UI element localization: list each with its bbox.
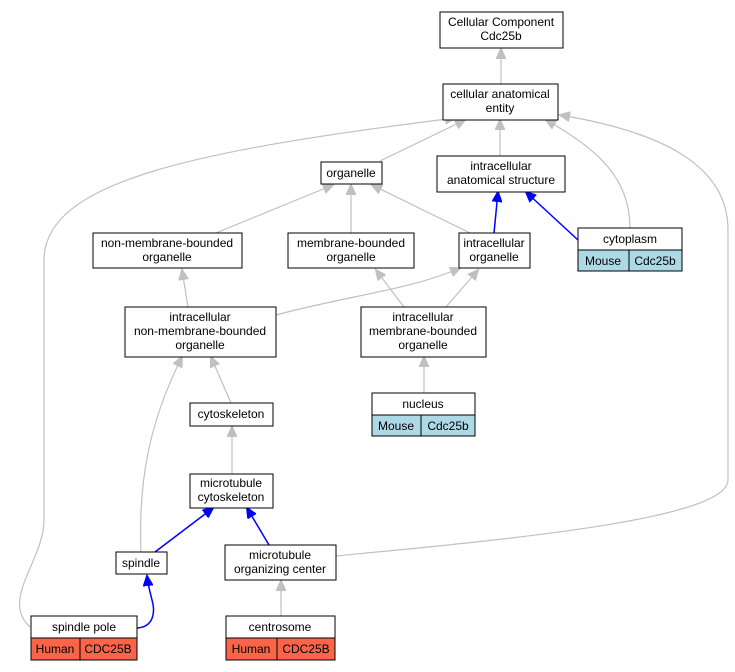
gene-label: Cdc25b [427,419,469,433]
node-spindle[interactable]: spindle [115,551,168,575]
node-centrosome[interactable]: centrosome Human CDC25B [225,615,336,661]
node-label: entity [486,101,515,115]
gene-cell [420,414,476,437]
node-label: microtubule [249,548,311,562]
edge-mtoc-mtcyto [247,508,270,546]
node-label: cytoskeleton [198,407,265,421]
edge-inmbo-nmbo [182,270,189,308]
species-label: Mouse [585,254,621,268]
species-label: Human [232,642,271,656]
node-label: organelle [175,338,225,352]
node-label: membrane-bounded [297,236,405,250]
node-label: organelle [142,250,192,264]
node-label: microtubule [200,476,262,490]
node-cytoskeleton[interactable]: cytoskeleton [189,402,274,427]
node-cellular-anatomical-entity[interactable]: cellular anatomical entity [442,83,559,121]
edge-io-organelle [372,185,471,234]
node-organelle[interactable]: organelle [320,161,383,185]
node-label: Cdc25b [480,29,522,43]
edge-spindle-mtcyto [154,508,213,553]
node-label: cytoplasm [603,232,657,246]
node-non-membrane-bounded-organelle[interactable]: non-membrane-bounded organelle [92,232,243,269]
node-intracellular-membrane-bounded-organelle[interactable]: intracellular membrane-bounded organelle [360,306,487,358]
node-label: organelle [326,166,376,180]
node-label: Cellular Component [448,15,555,29]
node-intracellular-organelle[interactable]: intracellular organelle [458,232,531,269]
edge-inmbo-io [275,268,460,316]
edge-io-ias [494,192,498,234]
node-label: anatomical structure [447,173,555,187]
gene-cell [79,637,138,661]
node-label: non-membrane-bounded [134,324,266,338]
edge-spole-cae [18,118,455,628]
node-nucleus[interactable]: nucleus Mouse Cdc25b [371,392,476,437]
edge-nmbo-organelle [215,185,333,234]
node-cellular-component-root[interactable]: Cellular Component Cdc25b [439,11,564,49]
node-microtubule-cytoskeleton[interactable]: microtubule cytoskeleton [189,473,274,509]
edge-imbo-mbo [376,270,405,308]
node-label: cytoskeleton [198,490,265,504]
gene-label: CDC25B [282,642,329,656]
edge-cytoskeleton-inmbo [211,357,232,404]
species-label: Mouse [378,419,414,433]
edges [18,49,729,629]
species-label: Human [36,642,75,656]
node-intracellular-non-membrane-bounded-organelle[interactable]: intracellular non-membrane-bounded organ… [124,306,277,358]
node-spindle-pole[interactable]: spindle pole Human CDC25B [30,615,138,661]
node-label: nucleus [402,397,443,411]
edge-imbo-io [445,270,478,308]
gene-label: Cdc25b [634,254,676,268]
node-label: organelle [469,250,519,264]
gene-cell [276,637,336,661]
edge-spindle-inmbo [140,357,182,554]
edge-mtoc-cae [335,115,729,557]
node-label: centrosome [249,620,312,634]
node-microtubule-organizing-center[interactable]: microtubule organizing center [224,544,337,581]
node-intracellular-anatomical-structure[interactable]: intracellular anatomical structure [436,155,566,193]
edge-spole-spindle [136,576,155,629]
node-label: intracellular [470,159,531,173]
edge-cytoplasm-cae [546,120,631,229]
node-label: spindle pole [52,620,116,634]
node-label: cellular anatomical [450,87,549,101]
node-label: organizing center [234,562,326,576]
edge-organelle-cae [379,120,465,162]
node-membrane-bounded-organelle[interactable]: membrane-bounded organelle [287,232,415,269]
node-cytoplasm[interactable]: cytoplasm Mouse Cdc25b [577,227,683,272]
node-label: intracellular [463,236,524,250]
node-label: organelle [398,338,448,352]
gene-cell [628,249,683,272]
node-label: spindle [122,556,160,570]
gene-label: CDC25B [84,642,131,656]
edge-cytoplasm-ias [526,192,579,241]
node-label: intracellular [169,310,230,324]
node-label: organelle [326,250,376,264]
node-label: non-membrane-bounded [101,236,233,250]
node-label: intracellular [392,310,453,324]
node-label: membrane-bounded [369,324,477,338]
